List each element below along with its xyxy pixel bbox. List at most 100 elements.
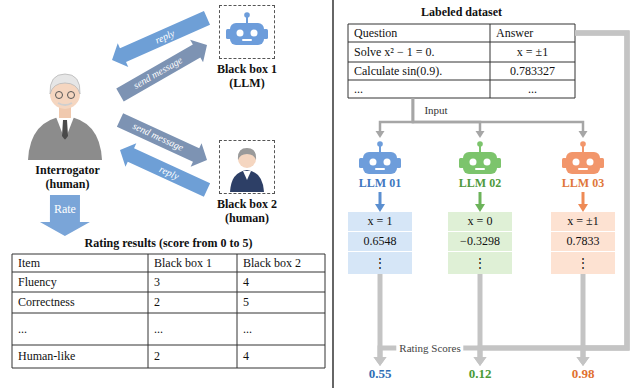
human-icon [230, 148, 264, 192]
block-arrow [116, 40, 207, 102]
table-cell: Correctness [12, 292, 148, 313]
node-text: x = 1 [348, 212, 412, 232]
llm-icon: LLM 02 [445, 138, 515, 192]
edge-label: reply [154, 28, 177, 45]
table-cell: 5 [237, 292, 325, 313]
edge-label: Rating Scores [396, 342, 463, 355]
shirt [243, 171, 251, 180]
connector-group [120, 143, 210, 197]
connector-group [413, 98, 485, 138]
connector-group [475, 192, 485, 212]
tie [62, 120, 68, 140]
robot-eye [251, 30, 258, 37]
table-cell: Human-like [12, 345, 148, 368]
connector-group [376, 98, 413, 138]
grid-line [237, 254, 238, 368]
node-text: LLM 01 [345, 176, 415, 190]
glasses [56, 92, 63, 99]
grid-line [348, 24, 349, 98]
grid-line [348, 80, 575, 81]
node-text: 0.6548 [348, 232, 412, 252]
robot-antenna [580, 141, 586, 147]
node-text: 0.12 [455, 366, 505, 382]
table-cell: ... [237, 313, 325, 345]
robot-head [363, 152, 397, 174]
robot-eye [484, 159, 491, 166]
connector-group [116, 40, 207, 102]
robot-mouth [242, 39, 252, 41]
node-text: LLM 03 [548, 176, 618, 190]
node-text: 0.98 [558, 366, 608, 382]
grid-line [325, 254, 326, 368]
black-box: Black box 2 (human) [207, 140, 287, 228]
text-area: 0.12 [455, 366, 505, 382]
grid-line [12, 292, 325, 293]
table-cell: Calculate sin(0.9). [348, 62, 490, 80]
node-text: x = ±1 [551, 212, 615, 232]
grid-line [148, 254, 149, 368]
table-cell: 3 [148, 272, 237, 292]
edge-label: reply [158, 164, 181, 182]
divider-line [332, 0, 334, 388]
output-box: x = 10.6548⋮ [348, 212, 412, 274]
robot-mouth [578, 168, 588, 170]
grid-line [348, 62, 575, 63]
robot-antenna [477, 141, 483, 147]
table-cell: 4 [237, 272, 325, 292]
arrow-head [374, 357, 387, 366]
grid-line [348, 24, 575, 25]
node-text: 0.55 [355, 366, 405, 382]
hair [238, 148, 256, 160]
text-area: Interrogator (human) [15, 60, 120, 192]
grid-line [348, 98, 575, 99]
arrow-head [578, 204, 588, 212]
suit [28, 116, 102, 160]
arrow-head [474, 357, 487, 366]
table-cell: Item [12, 254, 148, 272]
table-cell: Black box 2 [237, 254, 325, 272]
table-cell: ... [490, 80, 575, 98]
table-cell: Black box 1 [148, 254, 237, 272]
llm-icon: LLM 03 [548, 138, 618, 192]
robot-antenna [244, 12, 250, 18]
robot-eye [470, 159, 477, 166]
table-cell: ... [12, 313, 148, 345]
edge-label: send message [131, 121, 185, 153]
arrow-head [475, 204, 485, 212]
connector-line [575, 33, 627, 360]
text-area: x = 0−0.3298⋮ [448, 212, 512, 274]
connector-group [474, 33, 628, 366]
connector-group [578, 192, 588, 212]
arrow-head [579, 131, 588, 138]
connector-group [40, 195, 90, 236]
edge-label: send message [132, 55, 184, 91]
text-area: x = ±10.7833⋮ [551, 212, 615, 274]
node-text: 0.7833 [551, 232, 615, 252]
text-area: Black box 1 (LLM) [207, 5, 287, 91]
text-area: Rating results (score from 0 to 5) [12, 236, 325, 250]
interrogator-icon [28, 74, 102, 160]
rating-score: 0.55 [355, 366, 405, 384]
interrogator-figure: Interrogator (human) [15, 60, 120, 195]
robot-eye [587, 159, 594, 166]
dashed-frame [219, 5, 275, 59]
table-cell: 0.783327 [490, 62, 575, 80]
table-cell: 2 [148, 345, 237, 368]
black-box: Black box 1 (LLM) [207, 5, 287, 92]
connector-group [575, 33, 627, 366]
robot-icon [562, 141, 604, 174]
connector-line [413, 98, 480, 133]
mustache [58, 103, 72, 105]
table-grid [348, 24, 575, 98]
node-text: LLM 02 [445, 176, 515, 190]
rating-score: 0.98 [558, 366, 608, 384]
edge-label: Rate [54, 203, 76, 215]
robot-eye [237, 30, 244, 37]
robot-head [230, 23, 264, 45]
connector-group [375, 192, 385, 212]
robot-mouth [375, 168, 385, 170]
grid-line [12, 272, 325, 273]
text-area: 0.55 [355, 366, 405, 382]
